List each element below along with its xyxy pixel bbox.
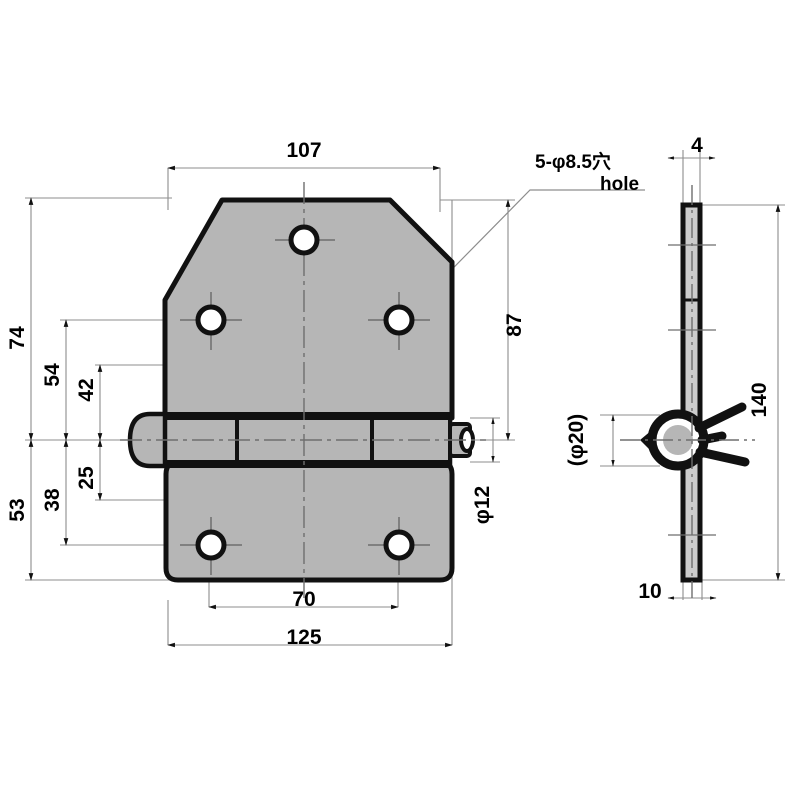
hole-top-center xyxy=(288,224,320,256)
lower-leaf-plate xyxy=(163,459,455,583)
hole-lower-right xyxy=(383,529,415,561)
side-knuckle-lug xyxy=(640,430,652,452)
dim-left-mid: 54 xyxy=(41,363,64,387)
side-view xyxy=(620,185,755,598)
hole-callout-line1: 5-φ8.5穴 xyxy=(535,150,611,173)
centerlines xyxy=(120,182,486,598)
dim-overall-width: 125 xyxy=(286,626,321,649)
dim-left-inner-lower: 25 xyxy=(75,466,98,490)
dim-left-outer-lower: 53 xyxy=(6,498,29,521)
dimension-lines xyxy=(28,156,781,648)
dim-side-bottom: 10 xyxy=(638,580,661,603)
hole-upper-right xyxy=(383,304,415,336)
leaf-band-edges xyxy=(165,416,452,464)
side-centerlines xyxy=(620,185,755,598)
dim-pin-diameter: φ12 xyxy=(471,486,494,524)
hole-lower-left xyxy=(195,529,227,561)
dim-side-thickness: 4 xyxy=(691,134,703,157)
dim-right-height: 87 xyxy=(503,313,526,336)
hole-callout-line2: hole xyxy=(600,174,639,195)
dim-left-inner: 42 xyxy=(75,378,98,401)
dim-left-outer: 74 xyxy=(6,326,29,350)
mounting-holes xyxy=(195,224,415,561)
side-tick-marks xyxy=(668,244,716,536)
front-view xyxy=(120,182,486,598)
dim-top-width: 107 xyxy=(286,139,321,162)
dim-hole-spacing-bottom: 70 xyxy=(292,588,315,611)
dim-knuckle-diameter: (φ20) xyxy=(565,414,588,466)
hole-upper-left xyxy=(195,304,227,336)
dim-left-mid-lower: 38 xyxy=(41,488,64,512)
dim-side-height: 140 xyxy=(748,382,771,417)
